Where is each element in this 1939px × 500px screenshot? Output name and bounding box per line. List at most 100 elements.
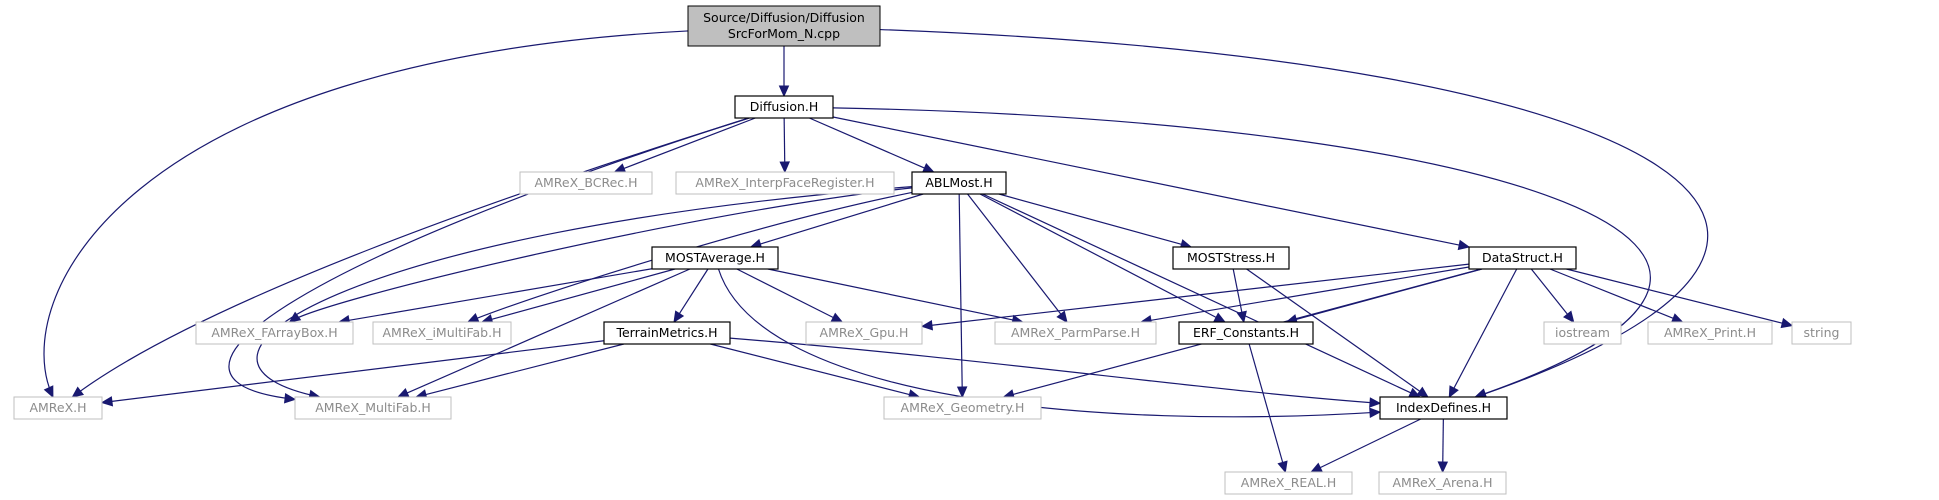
edge-mostaverage-to-farraybox [337,268,653,326]
edge-line [348,268,653,321]
nodes-layer: Source/Diffusion/DiffusionSrcForMom_N.cp… [13,5,1852,495]
node-root[interactable]: Source/Diffusion/DiffusionSrcForMom_N.cp… [687,5,881,47]
node-label: ABLMost.H [925,175,992,190]
node-label: AMReX_InterpFaceRegister.H [695,175,874,190]
edge-arrowhead [466,313,480,323]
edge-diffusion_h-to-amrex_h [71,117,750,398]
node-label: Diffusion.H [750,99,819,114]
node-label: AMReX_Gpu.H [820,325,909,340]
edge-line [491,268,676,320]
edge-arrowhead [71,386,85,398]
node-label: AMReX_ParmParse.H [1011,325,1140,340]
edge-arrowhead [830,312,844,323]
edge-mostaverage-to-indexdefines [717,268,1382,419]
edge-diffusion_h-to-amrex_interp [779,117,790,174]
edge-line [998,193,1182,245]
edge-line [879,28,1709,398]
node-label: AMReX_MultiFab.H [315,400,431,415]
edge-line [623,117,756,169]
node-label: Source/Diffusion/Diffusion [703,10,865,25]
node-box [13,396,103,420]
edge-arrowhead [956,386,968,399]
edge-arrowhead [1310,462,1323,473]
node-datastruct[interactable]: DataStruct.H [1468,246,1577,270]
edge-indexdefines-to-real [1310,418,1422,473]
node-box [1172,246,1290,270]
node-box [1543,321,1622,345]
edge-ablmost-to-indexdefines [982,193,1421,398]
edge-line [1453,268,1518,389]
node-mostaverage[interactable]: MOSTAverage.H [651,246,779,270]
edge-line [43,30,689,398]
node-box [1379,396,1508,420]
node-label: AMReX_Arena.H [1392,475,1492,490]
node-box [1468,246,1577,270]
node-box [883,396,1042,420]
edge-root-to-amrex_h [43,30,689,399]
node-amrex_bcrec: AMReX_BCRec.H [519,171,653,195]
edge-line [1150,266,1470,321]
edge-arrowhead [779,161,790,174]
node-box [911,171,1007,195]
edge-line [717,268,1381,418]
edge-line [931,263,1470,326]
edge-arrowhead [1369,397,1382,408]
edge-mostaverage-to-parmparse [767,268,1024,326]
edge-arrowhead [921,162,935,173]
edge-arrowhead [920,319,934,331]
node-box [1224,471,1353,495]
node-box [687,5,881,47]
node-gpu: AMReX_Gpu.H [805,321,923,345]
node-label: AMReX_iMultiFab.H [382,325,501,340]
edge-ablmost-to-multifab [256,186,913,401]
edge-line [256,186,913,398]
node-box [651,246,779,270]
edge-arrowhead [778,85,790,98]
node-label: AMReX.H [29,400,86,415]
node-terrain[interactable]: TerrainMetrics.H [603,321,731,345]
edge-line [832,116,1460,246]
edge-ablmost-to-moststress [998,193,1193,250]
node-moststress[interactable]: MOSTStress.H [1172,246,1290,270]
node-box [805,321,923,345]
node-ablmost[interactable]: ABLMost.H [911,171,1007,195]
node-erf_const[interactable]: ERF_Constants.H [1178,321,1314,345]
node-box [294,396,452,420]
node-real: AMReX_REAL.H [1224,471,1353,495]
edge-arrowhead [396,387,410,398]
edge-moststress-to-indexdefines [1246,268,1429,398]
edge-arrowhead [1236,310,1247,324]
node-box [734,95,834,119]
edge-arrowhead [673,310,685,324]
edge-line [289,187,913,323]
node-label: DataStruct.H [1482,250,1563,265]
edge-arrowhead [283,392,297,404]
edge-line [1248,343,1284,463]
edge-line [967,193,1062,315]
node-iostream: iostream [1543,321,1622,345]
node-geometry: AMReX_Geometry.H [883,396,1042,420]
edge-arrowhead [1670,313,1684,323]
edge-line [767,268,1013,321]
node-indexdefines[interactable]: IndexDefines.H [1379,396,1508,420]
node-diffusion_h[interactable]: Diffusion.H [734,95,834,119]
edge-mostaverage-to-imultifab [480,268,676,325]
node-print: AMReX_Print.H [1647,321,1773,345]
edge-line [736,268,834,319]
edge-line [809,117,925,169]
edge-ablmost-to-parmparse [967,193,1068,323]
node-label: iostream [1555,325,1610,340]
edge-arrowhead [1457,239,1471,251]
edge-arrowhead [1277,460,1288,474]
node-label: AMReX_Geometry.H [901,400,1025,415]
node-parmparse: AMReX_ParmParse.H [994,321,1157,345]
edge-arrowhead [1563,310,1575,323]
edge-line [467,191,913,323]
node-label: AMReX_BCRec.H [534,175,637,190]
edge-ablmost-to-mostaverage [749,193,924,249]
edge-line [958,193,963,388]
edge-diffusion_h-to-amrex_bcrec [613,117,756,174]
node-amrex_h: AMReX.H [13,396,103,420]
node-box [372,321,512,345]
